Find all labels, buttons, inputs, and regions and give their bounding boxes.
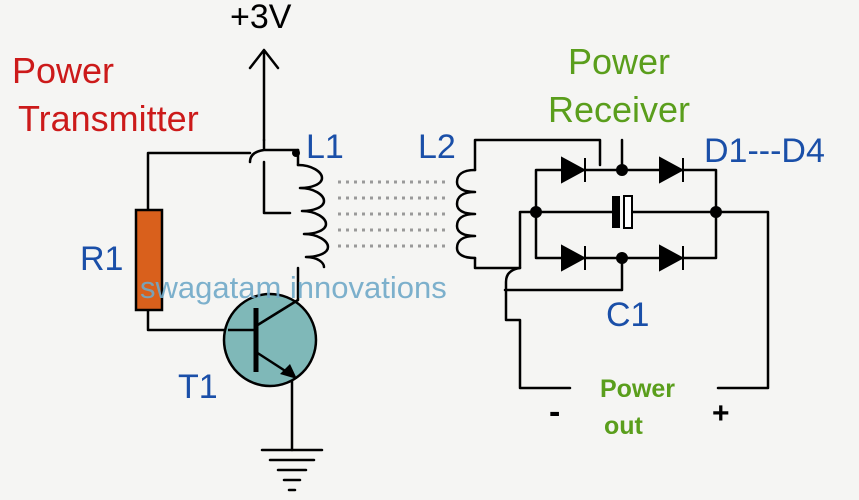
l2-coil <box>455 168 477 260</box>
diodes-label: D1---D4 <box>704 132 825 170</box>
output-label-1: Power <box>600 375 675 403</box>
output-minus-wire <box>504 210 572 390</box>
receiver-label-2: Receiver <box>548 89 690 130</box>
l1-coil <box>296 163 330 269</box>
transmitter-label-1: Power <box>12 50 114 91</box>
diode-d4 <box>659 244 685 272</box>
transistor-t1 <box>222 292 318 388</box>
supply-label: +3V <box>230 0 292 36</box>
magnetic-coupling <box>338 180 448 248</box>
output-plus-wire <box>714 210 770 390</box>
l1-label: L1 <box>306 128 344 166</box>
supply-arrow <box>248 48 280 142</box>
l2-top-wire <box>473 138 602 172</box>
diode-d3 <box>561 244 587 272</box>
output-label-2: out <box>604 412 644 440</box>
l2-bottom-wire <box>473 256 522 270</box>
r1-bottom-wire <box>146 308 230 332</box>
l1-top-wire <box>248 138 300 164</box>
junction-dots <box>292 149 722 264</box>
r1-label: R1 <box>80 240 123 278</box>
output-plus-label: + <box>712 397 730 430</box>
watermark: swagatam innovations <box>140 270 447 305</box>
c1-label: C1 <box>606 296 649 334</box>
r1-top-wire <box>146 151 252 212</box>
l1-left-wire <box>262 160 292 215</box>
diode-d2 <box>659 156 685 184</box>
ground-symbol <box>260 448 324 492</box>
output-minus-label: - <box>549 393 560 431</box>
transmitter-label-2: Transmitter <box>18 98 199 139</box>
receiver-label-1: Power <box>568 41 670 82</box>
t1-label: T1 <box>178 368 218 406</box>
l2-label: L2 <box>418 128 456 166</box>
bridge-mid-bottom <box>503 256 624 292</box>
diode-d1 <box>561 156 587 184</box>
capacitor-c1 <box>612 195 633 229</box>
resistor-r1 <box>134 208 164 312</box>
